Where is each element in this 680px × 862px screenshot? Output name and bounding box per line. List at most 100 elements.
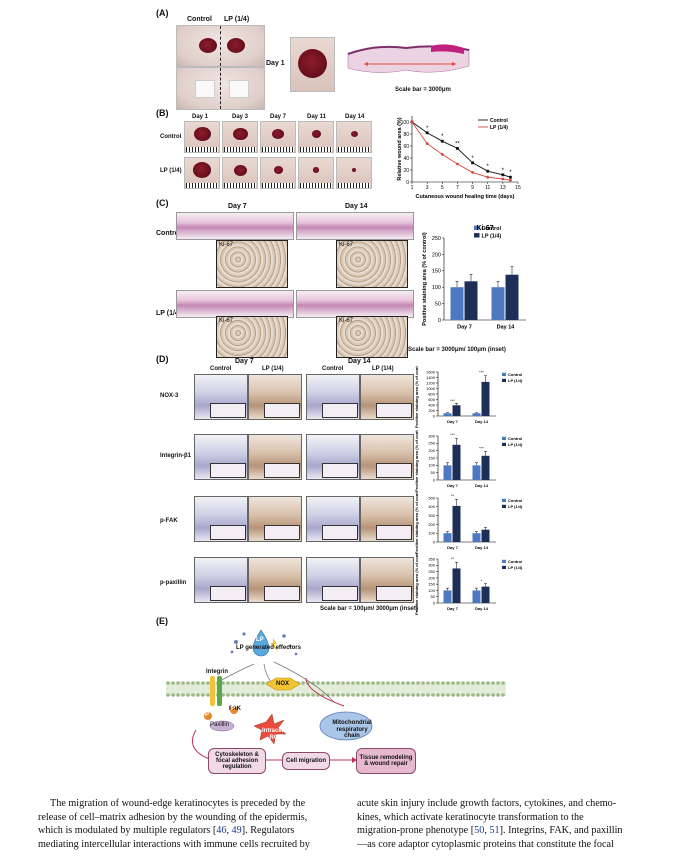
data-point: [456, 147, 459, 150]
legend-swatch: [502, 565, 506, 569]
wound-photo: [298, 157, 334, 189]
lipid-head: [371, 681, 375, 685]
ihc-inset: [376, 403, 412, 418]
ihc-image: [306, 496, 360, 542]
lipid-head: [201, 693, 205, 697]
lipid-head: [176, 681, 180, 685]
ihc-image: [360, 434, 414, 480]
cite-46[interactable]: 46: [216, 825, 227, 837]
lipid-head: [241, 693, 245, 697]
panel-d-hdr-ctrl-14: Control: [322, 366, 344, 372]
lipid-head: [366, 693, 370, 697]
nox-icon: [265, 677, 301, 691]
lipid-head: [416, 693, 420, 697]
lipid-head: [166, 693, 170, 697]
phospho-icon-2: [230, 706, 238, 714]
cite-49[interactable]: 49: [231, 825, 242, 837]
lipid-head: [391, 693, 395, 697]
ki67-lp-day14-section: [296, 290, 414, 318]
right-line-2-tail: Integrins, FAK, and paxillin: [505, 825, 623, 837]
mouse-photo-bottom: [176, 67, 265, 110]
significance-mark: **: [451, 556, 455, 561]
y-tick-label: 80: [403, 132, 409, 138]
lipid-head: [226, 681, 230, 685]
wound-photo: [260, 157, 296, 189]
fak-label: FAK: [229, 706, 241, 712]
ihc-inset: [376, 525, 412, 540]
panel-a-lp: LP (1/4): [224, 16, 250, 23]
left-line-2: which is modulated by multiple regulator…: [38, 825, 295, 837]
wound-spot: [193, 126, 211, 142]
wound-spot: [313, 167, 319, 173]
lipid-head: [416, 681, 420, 685]
legend-label: Control: [508, 372, 522, 377]
x-tick-label: 9: [471, 185, 474, 191]
lipid-head: [301, 693, 305, 697]
y-tick-label: 20: [403, 168, 409, 174]
panel-d-day7: Day 7: [235, 358, 254, 365]
category-label: Day 7: [457, 325, 472, 331]
ihc-image: [248, 434, 302, 480]
lipid-head: [431, 681, 435, 685]
lipid-head: [366, 681, 370, 685]
lipid-head: [186, 693, 190, 697]
scale-ruler: [186, 183, 218, 188]
legend-label: Control: [508, 436, 522, 441]
ihc-inset: [210, 525, 246, 540]
panel-b-row-lp: LP (1/4): [160, 168, 182, 174]
wound-spot: [273, 166, 283, 174]
lipid-head: [256, 693, 260, 697]
ihc-inset: [322, 403, 358, 418]
text-column-left: The migration of wound-edge keratinocyte…: [38, 797, 338, 851]
integrin-alpha-icon: [210, 676, 215, 706]
lipid-head: [486, 681, 490, 685]
x-tick-label: 3: [426, 185, 429, 191]
scale-ruler: [338, 183, 370, 188]
cite-50[interactable]: 50: [474, 825, 485, 837]
lipid-head: [361, 693, 365, 697]
lipid-head: [406, 693, 410, 697]
marker-label-2: p-FAK: [160, 518, 178, 524]
lipid-head: [166, 681, 170, 685]
y-tick-label: 40: [403, 156, 409, 162]
lipid-head: [341, 681, 345, 685]
panel-e-label: (E): [156, 616, 168, 626]
legend-swatch: [502, 378, 506, 382]
lipid-head: [496, 681, 500, 685]
data-point: [440, 139, 444, 143]
cite-51[interactable]: 51: [489, 825, 500, 837]
y-tick-label: 250: [428, 441, 435, 446]
ihc-inset: [210, 586, 246, 601]
chart-title: Ki-67: [476, 225, 493, 232]
y-tick-label: 200: [428, 408, 435, 413]
lipid-head: [171, 693, 175, 697]
ihc-inset: [264, 463, 300, 478]
lipid-head: [186, 681, 190, 685]
bar-0-0: [443, 413, 452, 416]
lipid-head: [411, 693, 415, 697]
category-label: Day 14: [475, 606, 489, 611]
ihc-image: [194, 374, 248, 420]
data-point: [509, 175, 512, 179]
legend-label: LP (1/4): [508, 504, 523, 509]
nox-label: NOX: [276, 681, 290, 687]
ihc-image: [360, 374, 414, 420]
legend-label: Control: [508, 559, 522, 564]
y-axis-label: Relative wound area (%): [397, 117, 403, 180]
lipid-head: [431, 693, 435, 697]
bar-0-0: [450, 287, 464, 320]
lipid-head: [246, 681, 250, 685]
lipid-head: [196, 681, 200, 685]
bar-1-1: [505, 274, 519, 320]
paxillin-label: Paxillin: [210, 722, 230, 728]
lipid-head: [321, 681, 325, 685]
y-tick-label: 0: [438, 318, 441, 324]
ihc-image: [360, 496, 414, 542]
wound-photo: [336, 121, 372, 153]
lipid-head: [291, 693, 295, 697]
lipid-head: [261, 681, 265, 685]
lipid-head: [456, 693, 460, 697]
ihc-inset: [376, 463, 412, 478]
